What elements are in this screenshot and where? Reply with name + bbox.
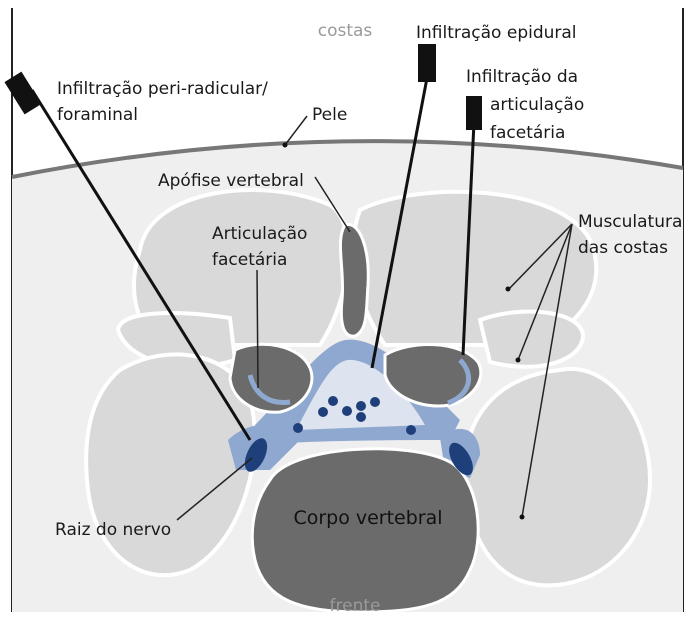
orientation-top: costas — [318, 21, 373, 41]
label-facet-joint-2: facetária — [212, 250, 287, 270]
orientation-bottom: frente — [330, 596, 381, 616]
leader-facet — [257, 270, 258, 388]
label-epidural: Infiltração epidural — [416, 23, 577, 43]
needle-hub-epidural — [418, 44, 436, 82]
label-facet-injection-3: facetária — [490, 123, 565, 143]
needle-hub-facet — [466, 96, 482, 130]
label-nerve-root: Raiz do nervo — [55, 520, 171, 540]
label-vertebral-body: Corpo vertebral — [293, 507, 442, 529]
label-muscles-2: das costas — [578, 238, 668, 258]
label-facet-joint-1: Articulação — [212, 224, 307, 244]
muscle-small-right — [480, 312, 583, 367]
spinous-process — [340, 224, 368, 336]
label-periradicular-2: foraminal — [57, 105, 138, 125]
label-periradicular-1: Infiltração peri-radicular/ — [57, 79, 268, 99]
needle-hub-periradicular — [4, 72, 41, 115]
vertebral-body — [252, 449, 478, 612]
label-muscles-1: Musculatura — [578, 212, 682, 232]
label-facet-injection-2: articulação — [490, 95, 584, 115]
label-facet-injection-1: Infiltração da — [466, 67, 578, 87]
label-spinous-process: Apófise vertebral — [158, 171, 304, 191]
muscle-lower-right — [465, 369, 650, 585]
label-skin: Pele — [312, 105, 347, 125]
